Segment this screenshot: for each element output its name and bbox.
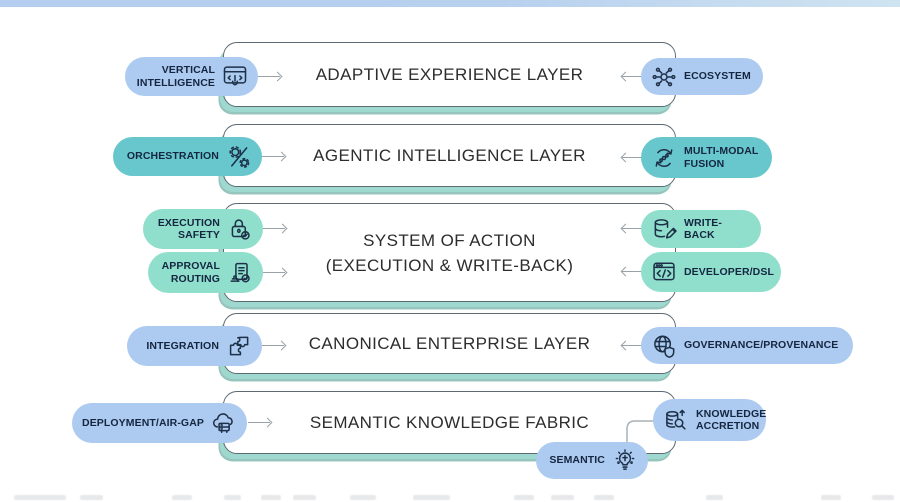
- artifact-mark: [821, 495, 841, 500]
- globe-shield-icon: [650, 332, 678, 360]
- layer-title: SYSTEM OF ACTION: [363, 230, 536, 250]
- pill-write-back: WRITE-BACK: [641, 210, 761, 248]
- layer-canonical-enterprise: CANONICAL ENTERPRISE LAYER: [223, 313, 676, 374]
- arrow-approval-routing: [262, 268, 288, 277]
- pill-label: VERTICAL INTELLIGENCE: [136, 64, 215, 89]
- pill-label: ECOSYSTEM: [684, 70, 751, 83]
- puzzle-icon: [225, 332, 253, 360]
- pill-knowledge-accretion: KNOWLEDGE ACCRETION: [653, 399, 766, 441]
- artifact-mark: [224, 495, 241, 500]
- arrow-multi-modal-fusion: [620, 153, 646, 162]
- top-strip: [0, 0, 900, 7]
- layer-title: AGENTIC INTELLIGENCE LAYER: [313, 146, 586, 165]
- pill-label: ORCHESTRATION: [126, 150, 219, 163]
- layer-title: CANONICAL ENTERPRISE LAYER: [308, 334, 591, 353]
- layer-title: SEMANTIC KNOWLEDGE FABRIC: [309, 413, 590, 432]
- pill-label: APPROVAL ROUTING: [161, 260, 220, 285]
- arrow-vertical-intelligence: [257, 72, 283, 81]
- artifact-mark: [14, 495, 66, 500]
- sync-dots-icon: [650, 144, 678, 172]
- bulb-idea-icon: [611, 447, 639, 475]
- layer-adaptive-experience: ADAPTIVE EXPERIENCE LAYER: [223, 42, 676, 107]
- artifact-mark: [514, 495, 534, 500]
- pill-label: INTEGRATION: [146, 339, 219, 352]
- cloud-server-icon: [210, 409, 238, 437]
- artifact-mark: [706, 495, 723, 500]
- artifact-mark: [551, 495, 574, 500]
- artifact-mark: [350, 495, 376, 500]
- pill-orchestration: ORCHESTRATION: [113, 137, 262, 176]
- pill-execution-safety: EXECUTION SAFETY: [143, 209, 263, 249]
- layer-system-of-action: SYSTEM OF ACTION (EXECUTION & WRITE-BACK…: [223, 203, 676, 302]
- pill-label: WRITE-BACK: [684, 216, 722, 241]
- pill-label: KNOWLEDGE ACCRETION: [696, 407, 767, 432]
- stamp-doc-icon: [226, 259, 254, 287]
- pill-ecosystem: ECOSYSTEM: [641, 58, 763, 95]
- arrow-integration: [261, 341, 287, 350]
- code-window-icon: [650, 258, 678, 286]
- pill-developer-dsl: DEVELOPER/DSL: [641, 252, 781, 292]
- pill-label: EXECUTION SAFETY: [157, 216, 220, 241]
- arrow-write-back: [620, 224, 646, 233]
- connector-semantic-to-knowledge-accretion: [626, 420, 656, 446]
- artifact-mark: [293, 495, 316, 500]
- gears-slash-icon: [225, 143, 253, 171]
- arrow-governance-provenance: [620, 341, 646, 350]
- arrow-orchestration: [261, 152, 287, 161]
- db-search-up-icon: [662, 406, 690, 434]
- artifact-mark: [261, 495, 281, 500]
- artifact-mark: [413, 495, 450, 500]
- layer-agentic-intelligence: AGENTIC INTELLIGENCE LAYER: [223, 124, 676, 187]
- pill-deployment-air-gap: DEPLOYMENT/AIR-GAP: [72, 403, 247, 443]
- lock-check-icon: [226, 215, 254, 243]
- pill-approval-routing: APPROVAL ROUTING: [148, 252, 263, 293]
- artifact-mark: [872, 495, 894, 500]
- layer-semantic-knowledge-fabric: SEMANTIC KNOWLEDGE FABRIC: [223, 391, 676, 454]
- pill-governance-provenance: GOVERNANCE/PROVENANCE: [641, 327, 853, 364]
- pill-integration: INTEGRATION: [127, 326, 262, 366]
- layer-title: ADAPTIVE EXPERIENCE LAYER: [315, 65, 584, 84]
- layer-title-line2: (EXECUTION & WRITE-BACK): [325, 255, 574, 275]
- arrow-developer-dsl: [620, 267, 646, 276]
- window-gesture-icon: [221, 63, 249, 91]
- pill-label: DEPLOYMENT/AIR-GAP: [82, 416, 204, 429]
- artifact-mark: [594, 495, 614, 500]
- pill-label: MULTI-MODAL FUSION: [684, 145, 759, 170]
- pill-vertical-intelligence: VERTICAL INTELLIGENCE: [125, 57, 258, 96]
- pill-multi-modal-fusion: MULTI-MODAL FUSION: [641, 137, 772, 178]
- arrow-deployment-air-gap: [247, 418, 273, 427]
- pill-label: DEVELOPER/DSL: [684, 265, 774, 278]
- db-pencil-icon: [650, 215, 678, 243]
- artifact-mark: [80, 495, 103, 500]
- hub-network-icon: [650, 63, 678, 91]
- pill-label: GOVERNANCE/PROVENANCE: [684, 339, 839, 352]
- pill-label: SEMANTIC: [549, 454, 605, 467]
- pill-semantic: SEMANTIC: [536, 442, 648, 479]
- artifact-mark: [172, 495, 192, 500]
- arrow-execution-safety: [262, 224, 288, 233]
- arrow-ecosystem: [620, 72, 646, 81]
